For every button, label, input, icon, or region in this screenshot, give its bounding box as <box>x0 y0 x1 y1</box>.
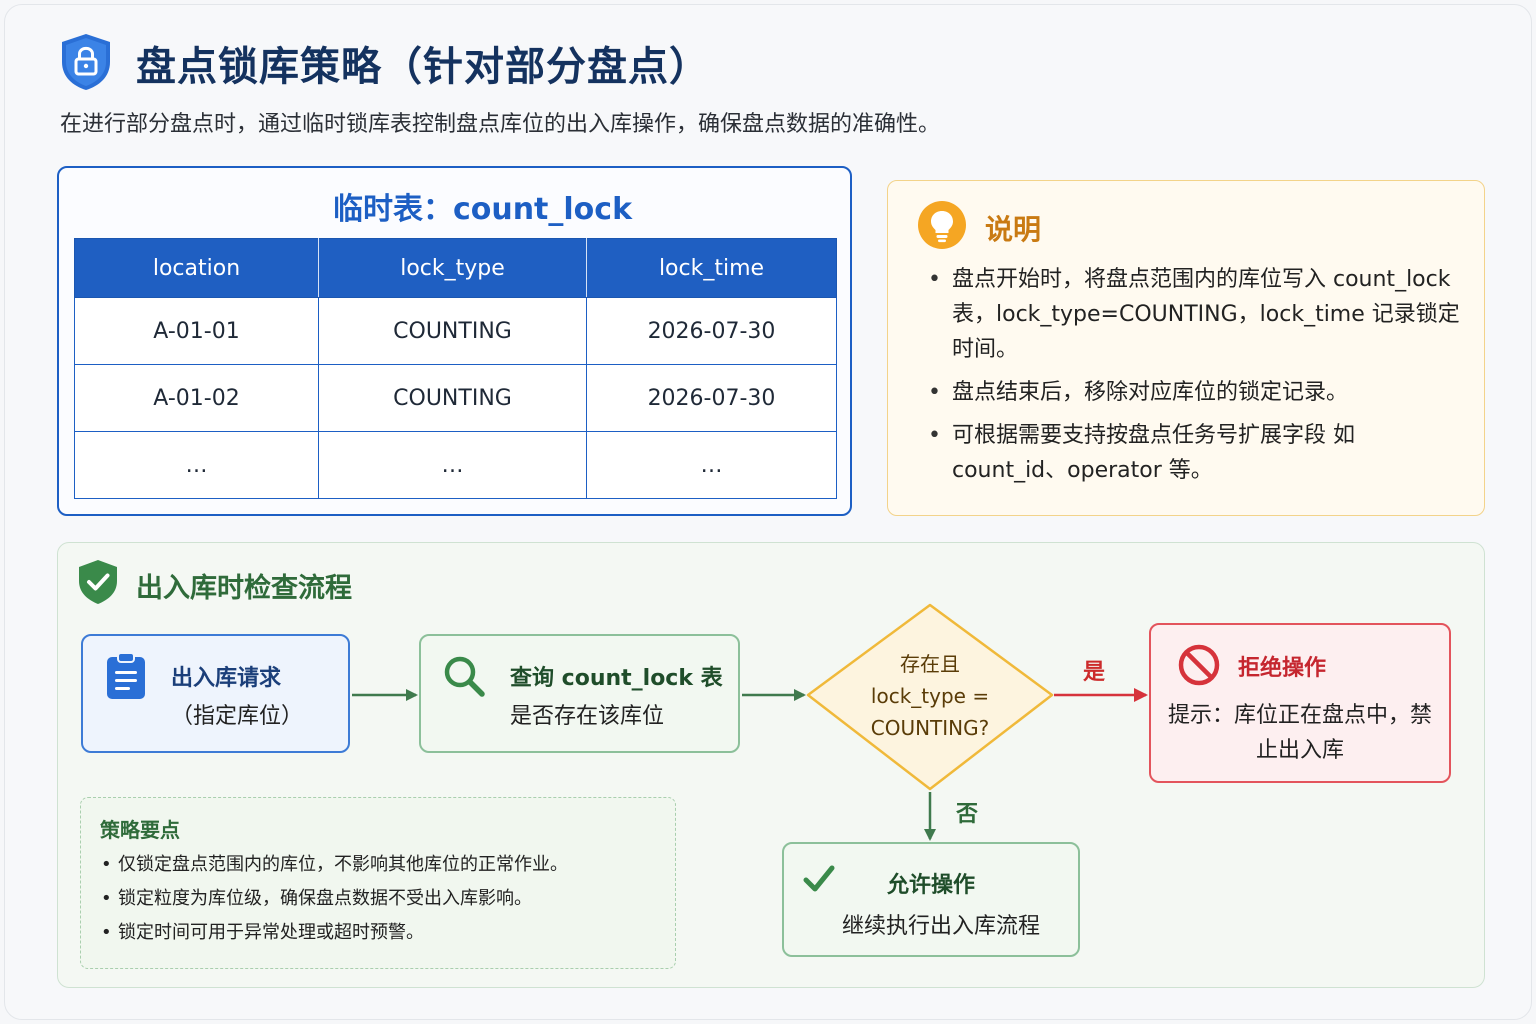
decision-line: COUNTING? <box>870 716 990 740</box>
table-title: 临时表：count_lock <box>0 184 965 228</box>
query-title: 查询 count_lock 表 <box>510 666 723 691</box>
note-title: 说明 <box>985 213 1042 246</box>
lock-shield-icon <box>62 34 110 90</box>
strategy-item: 仅锁定盘点范围内的库位，不影响其他库位的正常作业。 <box>100 848 670 882</box>
page-subtitle: 在进行部分盘点时，通过临时锁库表控制盘点库位的出入库操作，确保盘点数据的准确性。 <box>60 112 941 137</box>
table-row: A-01-02 COUNTING 2026-07-30 <box>74 364 837 432</box>
prohibited-icon <box>1178 644 1220 686</box>
page-title: 盘点锁库策略（针对部分盘点） <box>136 44 710 90</box>
note-item: 盘点开始时，将盘点范围内的库位写入 count_lock 表，lock_type… <box>926 262 1466 367</box>
check-shield-icon <box>79 560 117 604</box>
table-cell: COUNTING <box>318 297 587 365</box>
table-cell: … <box>318 431 587 499</box>
table-cell: … <box>74 431 319 499</box>
table-row: … … … <box>74 431 837 499</box>
column-header: location <box>74 238 319 298</box>
allow-box <box>782 842 1080 957</box>
yes-label: 是 <box>1083 660 1106 685</box>
table-header-row: location lock_type lock_time <box>74 238 837 298</box>
query-subtitle: 是否存在该库位 <box>510 704 665 729</box>
table-cell: 2026-07-30 <box>586 297 837 365</box>
search-icon <box>444 656 485 697</box>
strategy-list: 仅锁定盘点范围内的库位，不影响其他库位的正常作业。 锁定粒度为库位级，确保盘点数… <box>100 848 670 950</box>
strategy-item: 锁定时间可用于异常处理或超时预警。 <box>100 916 670 950</box>
lightbulb-icon <box>918 201 966 249</box>
table-cell: A-01-02 <box>74 364 319 432</box>
reject-title: 拒绝操作 <box>1238 656 1327 681</box>
decision-line: 存在且 <box>900 652 960 676</box>
strategy-title: 策略要点 <box>100 818 180 842</box>
request-title: 出入库请求 <box>171 666 282 691</box>
reject-subtitle: 提示：库位正在盘点中，禁止出入库 <box>1167 703 1432 763</box>
table-row: A-01-01 COUNTING 2026-07-30 <box>74 297 837 365</box>
clipboard-icon <box>107 652 145 699</box>
query-box <box>419 634 740 753</box>
table-title-name: count_lock <box>452 192 633 227</box>
table-cell: A-01-01 <box>74 297 319 365</box>
count-lock-table: location lock_type lock_time A-01-01 COU… <box>74 238 837 499</box>
checkmark-icon <box>803 865 835 892</box>
table-cell: … <box>586 431 837 499</box>
table-cell: COUNTING <box>318 364 587 432</box>
table-title-prefix: 临时表： <box>332 192 453 227</box>
strategy-item: 锁定粒度为库位级，确保盘点数据不受出入库影响。 <box>100 882 670 916</box>
note-item: 盘点结束后，移除对应库位的锁定记录。 <box>926 375 1466 410</box>
note-list: 盘点开始时，将盘点范围内的库位写入 count_lock 表，lock_type… <box>926 262 1466 496</box>
decision-line: lock_type = <box>870 684 990 708</box>
decision-diamond <box>806 603 1054 791</box>
reject-box <box>1149 623 1451 783</box>
column-header: lock_time <box>586 238 837 298</box>
table-cell: 2026-07-30 <box>586 364 837 432</box>
allow-title: 允许操作 <box>887 873 976 898</box>
note-item: 可根据需要支持按盘点任务号扩展字段 如 count_id、operator 等。 <box>926 418 1466 488</box>
flow-title: 出入库时检查流程 <box>136 573 352 604</box>
column-header: lock_type <box>318 238 587 298</box>
allow-subtitle: 继续执行出入库流程 <box>842 914 1041 939</box>
decision-text: 存在且 lock_type = COUNTING? <box>840 648 1020 744</box>
no-label: 否 <box>956 802 979 827</box>
request-subtitle: （指定库位） <box>171 704 304 729</box>
